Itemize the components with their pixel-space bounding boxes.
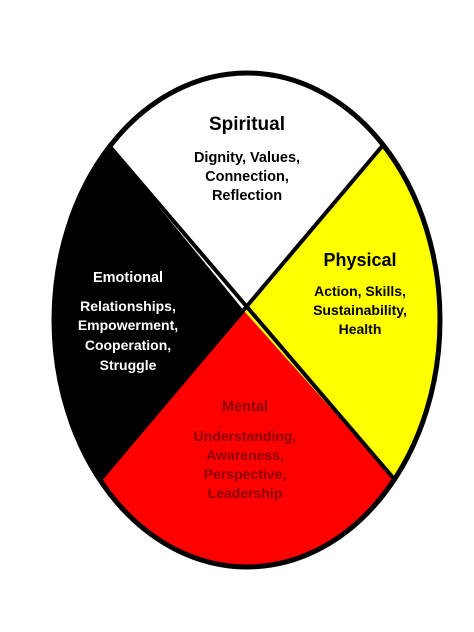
spiritual-line: Connection,	[205, 169, 289, 185]
spiritual-line: Dignity, Values,	[194, 150, 300, 166]
spiritual-line: Reflection	[212, 188, 282, 204]
physical-quadrant	[245, 125, 440, 500]
physical-title: Physical	[323, 250, 396, 270]
emotional-quadrant	[54, 135, 245, 480]
emotional-line: Relationships,	[80, 298, 176, 314]
mental-line: Leadership	[208, 485, 283, 501]
spiritual-title: Spiritual	[209, 114, 285, 135]
mental-title: Mental	[222, 399, 268, 415]
emotional-line: Empowerment,	[78, 317, 178, 333]
physical-line: Health	[339, 321, 382, 337]
spiritual-quadrant	[100, 73, 400, 312]
emotional-title: Emotional	[93, 270, 163, 286]
mental-line: Understanding,	[194, 428, 297, 444]
wheel-outline	[51, 70, 443, 570]
emotional-line: Struggle	[100, 357, 157, 373]
mental-line: Perspective,	[204, 466, 287, 482]
physical-line: Sustainability,	[313, 302, 407, 318]
mental-line: Awareness,	[206, 447, 284, 463]
mental-quadrant	[100, 312, 395, 567]
physical-line: Action, Skills,	[314, 283, 406, 299]
divider-line-ne-sw	[98, 123, 402, 482]
emotional-line: Cooperation,	[85, 337, 171, 353]
